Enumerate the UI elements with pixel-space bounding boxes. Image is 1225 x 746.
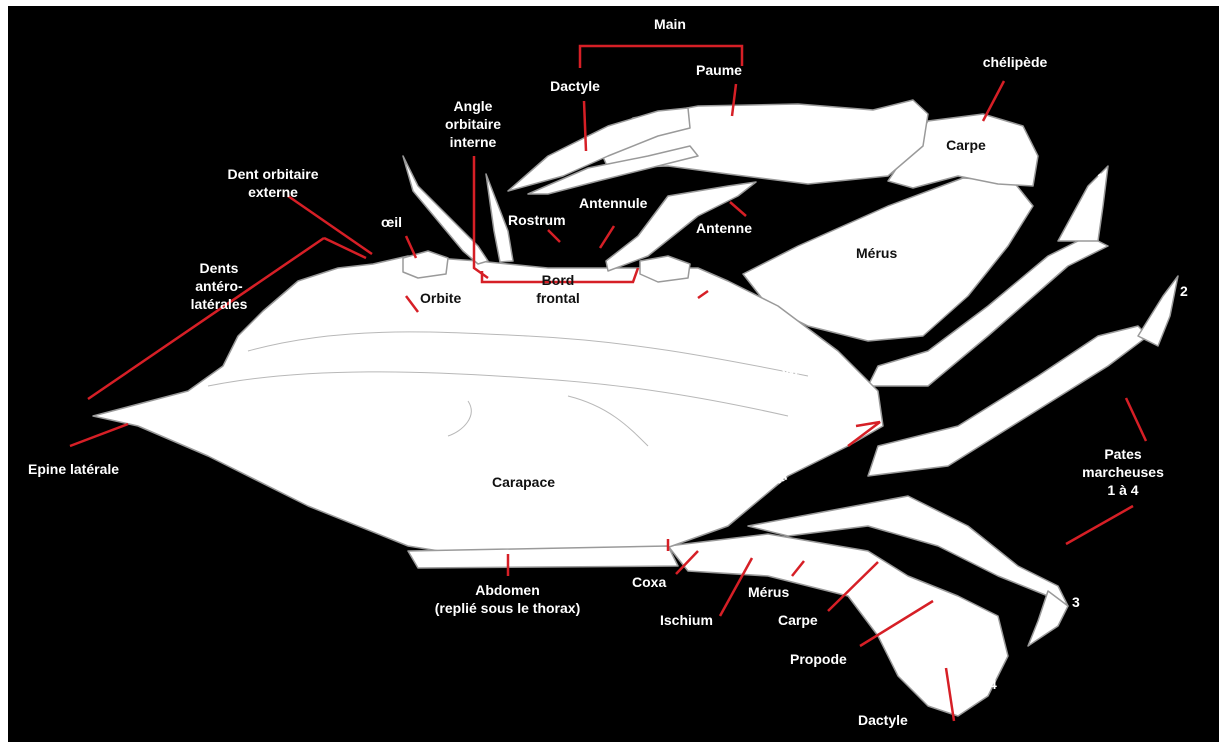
label-leg-2: 2	[1180, 283, 1188, 300]
label-dents-al-1: Dents	[174, 260, 264, 277]
label-merus-leg: Mérus	[748, 584, 789, 601]
label-leg-1: 1	[1097, 170, 1105, 187]
label-pates-1: Pates	[1068, 446, 1178, 463]
leader-oeil	[406, 236, 416, 258]
eye-left	[403, 251, 448, 278]
leader-epine	[70, 424, 128, 446]
label-ischium: Ischium	[660, 612, 713, 629]
label-dactyle-leg: Dactyle	[858, 712, 908, 729]
leader-antenne	[730, 202, 746, 216]
label-epine-laterale: Epine latérale	[28, 461, 119, 478]
label-carapace: Carapace	[492, 474, 555, 491]
label-main: Main	[645, 16, 695, 33]
label-antenne: Antenne	[696, 220, 752, 237]
label-propode: Propode	[790, 651, 847, 668]
label-paume: Paume	[684, 62, 754, 79]
label-orbite: Orbite	[420, 290, 461, 307]
leader-chelipede	[983, 81, 1004, 121]
cheliped-palm	[598, 100, 928, 184]
label-abdomen-1: Abdomen	[400, 582, 615, 599]
label-coxa: Coxa	[632, 574, 666, 591]
label-rostrum: Rostrum	[508, 212, 566, 229]
label-merus-claw: Mérus	[856, 245, 897, 262]
label-angle-3: interne	[428, 134, 518, 151]
label-dactyle-claw: Dactyle	[535, 78, 615, 95]
label-pates-2: marcheuses	[1068, 464, 1178, 481]
leg-4	[668, 534, 1008, 716]
eye-right	[640, 256, 690, 282]
leader-pates	[1066, 506, 1133, 544]
leader-pates-2	[1126, 398, 1146, 441]
label-dents-al-2: antéro-	[174, 278, 264, 295]
label-antennule: Antennule	[579, 195, 647, 212]
label-carpe-leg: Carpe	[778, 612, 818, 629]
label-chelipede: chélipède	[970, 54, 1060, 71]
label-oeil: œil	[381, 214, 402, 231]
label-angle-1: Angle	[428, 98, 518, 115]
label-bord-frontal-2: frontal	[518, 290, 598, 307]
label-leg-4: 4	[989, 676, 997, 693]
label-pates-3: 1 à 4	[1068, 482, 1178, 499]
label-dent-ext-2: externe	[188, 184, 358, 201]
leader-dent-ext	[288, 196, 372, 254]
leg-2-dactyl	[1138, 276, 1178, 346]
diagram-frame: Main Dactyle Paume chélipède Angle orbit…	[8, 6, 1219, 742]
label-leg-3: 3	[1072, 594, 1080, 611]
leader-dents-al	[324, 238, 366, 258]
label-bord-frontal-1: Bord	[518, 272, 598, 289]
label-carpe-claw: Carpe	[930, 137, 1002, 154]
leader-antennule	[600, 226, 614, 248]
label-dent-ext-1: Dent orbitaire	[188, 166, 358, 183]
leader-rostrum	[548, 230, 560, 242]
label-abdomen-2: (replié sous le thorax)	[400, 600, 615, 617]
label-dents-al-3: latérales	[174, 296, 264, 313]
crab-illustration	[8, 6, 1219, 742]
label-angle-2: orbitaire	[428, 116, 518, 133]
